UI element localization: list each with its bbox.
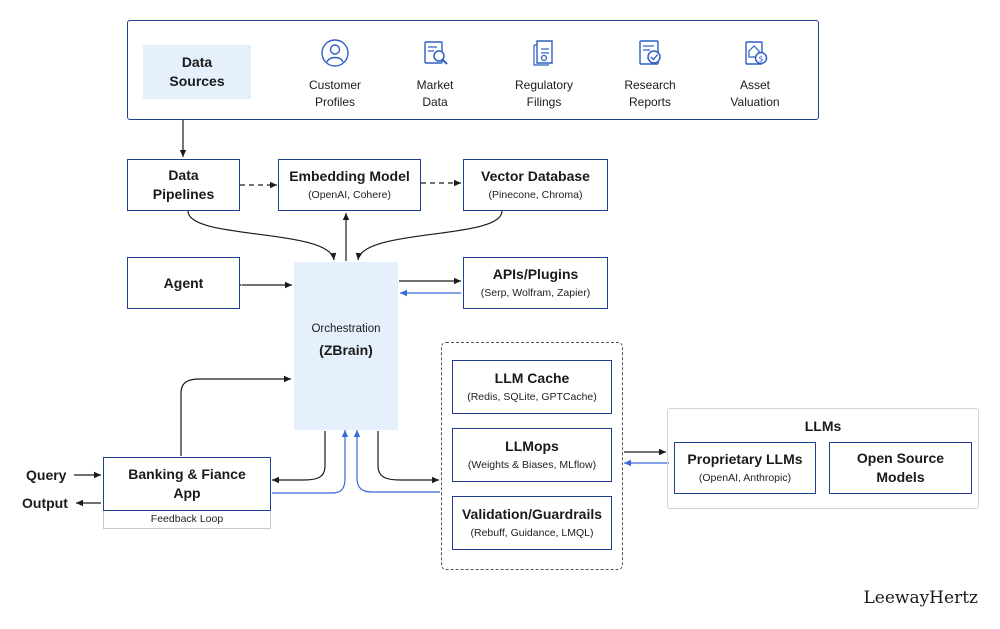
output-label: Output [22, 495, 68, 511]
arrow-llm-group-to-orchestration [353, 430, 440, 493]
llms-title-text: LLMs [804, 418, 842, 434]
source-market-data: Market Data [380, 37, 490, 111]
node-title: APIs/Plugins [492, 266, 579, 282]
arrow-pipelines-to-orchestration [187, 210, 337, 261]
orchestration-subtitle: (ZBrain) [319, 342, 373, 358]
open-source-models-box: Open Source Models [829, 442, 972, 494]
node-subtitle: (Weights & Biases, MLflow) [467, 459, 597, 471]
apis-plugins-box: APIs/Plugins (Serp, Wolfram, Zapier) [463, 257, 608, 309]
llms-title: LLMs [668, 417, 978, 436]
feedback-loop-label: Feedback Loop [103, 511, 271, 529]
agent-box: Agent [127, 257, 240, 309]
node-subtitle: (Pinecone, Chroma) [488, 189, 583, 201]
arrow-orchestration-to-llm-group [377, 431, 439, 484]
output-text: Output [22, 495, 68, 511]
brand-logo: LeewayHertz [863, 588, 978, 608]
validation-guardrails-box: Validation/Guardrails (Rebuff, Guidance,… [452, 496, 612, 550]
regulatory-document-icon [533, 40, 553, 66]
source-regulatory-filings: Regulatory Filings [489, 37, 599, 111]
llmops-box: LLMops (Weights & Biases, MLflow) [452, 428, 612, 482]
source-label: Asset Valuation [730, 78, 780, 109]
node-subtitle: (OpenAI, Cohere) [308, 189, 391, 201]
data-sources-label: Data Sources [143, 45, 251, 99]
node-title: Data Pipelines [152, 167, 215, 202]
node-subtitle: (Redis, SQLite, GPTCache) [467, 391, 597, 403]
source-label: Market Data [416, 78, 454, 109]
node-subtitle: (Serp, Wolfram, Zapier) [480, 287, 591, 299]
arrow-vector-to-orchestration [355, 210, 503, 261]
asset-valuation-icon: $ [745, 41, 768, 65]
svg-text:$: $ [758, 55, 763, 64]
llms-group: LLMs [667, 408, 979, 509]
node-title: Agent [163, 274, 204, 291]
node-title: LLM Cache [494, 370, 570, 386]
node-title: LLMops [505, 438, 559, 454]
node-title: Open Source Models [856, 450, 945, 485]
arrow-app-to-orchestration [180, 375, 291, 456]
data-sources-title: Data Sources [169, 54, 225, 89]
query-label: Query [26, 467, 66, 483]
document-search-icon [424, 41, 448, 65]
source-research-reports: Research Reports [595, 37, 705, 111]
node-title: Vector Database [481, 168, 590, 184]
orchestration-title: Orchestration [311, 323, 381, 335]
report-check-icon [639, 40, 661, 65]
user-circle-icon [321, 39, 349, 67]
node-title: Banking & Fiance App [128, 466, 246, 501]
banking-app-box: Banking & Fiance App [103, 457, 271, 511]
node-subtitle: (OpenAI, Anthropic) [698, 472, 792, 484]
source-label: Regulatory Filings [514, 78, 574, 109]
arrow-orchestration-to-app [272, 431, 326, 484]
feedback-loop-text: Feedback Loop [150, 513, 224, 525]
vector-database-box: Vector Database (Pinecone, Chroma) [463, 159, 608, 211]
node-title: Proprietary LLMs [687, 451, 803, 467]
arrow-app-to-orchestration-blue [272, 430, 349, 494]
node-title: Embedding Model [289, 168, 410, 184]
query-text: Query [26, 467, 67, 483]
proprietary-llms-box: Proprietary LLMs (OpenAI, Anthropic) [674, 442, 816, 494]
source-label: Research Reports [624, 78, 676, 109]
source-label: Customer Profiles [308, 78, 361, 109]
source-customer-profiles: Customer Profiles [280, 37, 390, 111]
node-title: Validation/Guardrails [461, 506, 603, 522]
data-sources-panel: Data Sources Customer Profiles Market Da… [127, 20, 819, 120]
node-subtitle: (Rebuff, Guidance, LMQL) [470, 527, 594, 539]
llm-ops-group [441, 342, 623, 570]
embedding-model-box: Embedding Model (OpenAI, Cohere) [278, 159, 421, 211]
data-pipelines-box: Data Pipelines [127, 159, 240, 211]
llm-cache-box: LLM Cache (Redis, SQLite, GPTCache) [452, 360, 612, 414]
source-asset-valuation: $ Asset Valuation [700, 37, 810, 111]
brand-text: LeewayHertz [863, 588, 978, 608]
orchestration-box: Orchestration (ZBrain) [294, 262, 398, 430]
